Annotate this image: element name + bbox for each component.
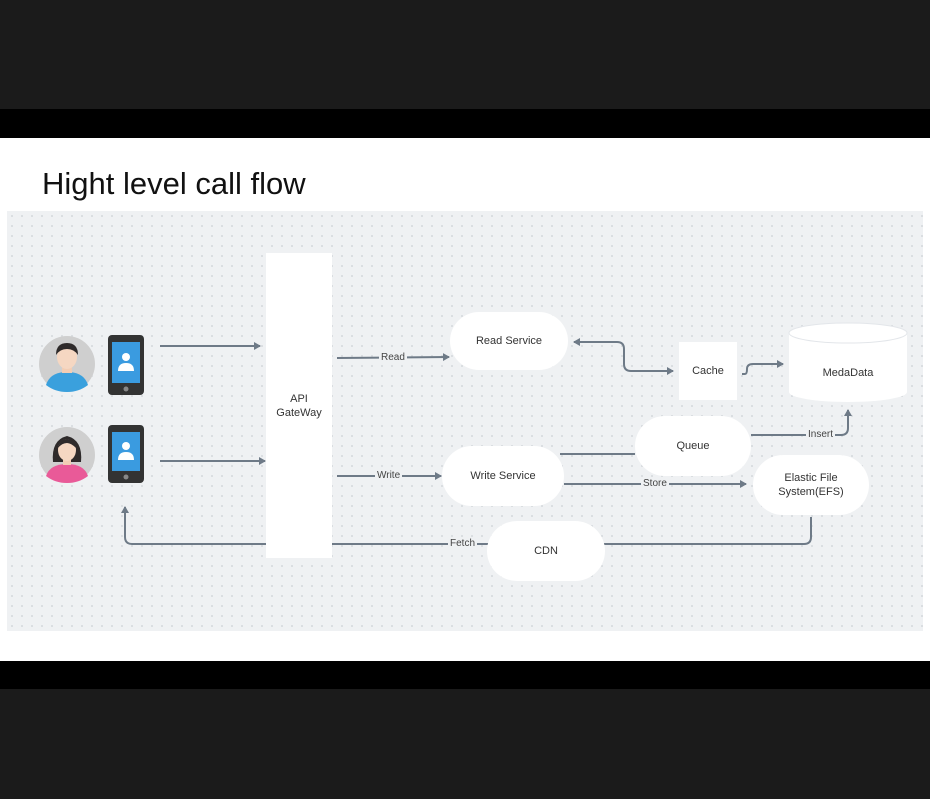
cache-node: Cache [679, 342, 737, 400]
edge-insert [751, 409, 852, 436]
diagram-canvas: API GateWay Read Service Write Service C… [7, 211, 923, 631]
write-service-node: Write Service [442, 446, 564, 506]
mobile-phone-icon [108, 425, 144, 483]
edge-label-read: Read [379, 352, 407, 364]
edge-label-fetch: Fetch [448, 538, 478, 550]
medadata-node: MedaData [822, 367, 874, 379]
top-letterbox [0, 0, 930, 109]
top-black-bar [0, 109, 930, 138]
male-user-avatar-icon [39, 336, 95, 392]
edge-cache-medadata [742, 360, 784, 375]
edge-label-insert: Insert [806, 429, 836, 441]
medadata-cylinder [788, 322, 908, 402]
cdn-node: CDN [487, 521, 605, 581]
mobile-phone-icon [108, 335, 144, 395]
connector-layer [121, 322, 908, 545]
edge-label-store: Store [641, 478, 669, 490]
bottom-letterbox [0, 689, 930, 799]
slide-title: Hight level call flow [42, 166, 306, 201]
read-service-node: Read Service [450, 312, 568, 370]
female-user-avatar-icon [39, 427, 95, 483]
bottom-black-bar [0, 661, 930, 689]
efs-node: Elastic File System(EFS) [753, 455, 869, 515]
edge-read-cache [573, 338, 674, 375]
queue-node: Queue [635, 416, 751, 476]
slide: Hight level call flow [0, 138, 930, 661]
api-gateway-node: API GateWay [266, 253, 332, 558]
edge-label-write: Write [375, 470, 403, 482]
